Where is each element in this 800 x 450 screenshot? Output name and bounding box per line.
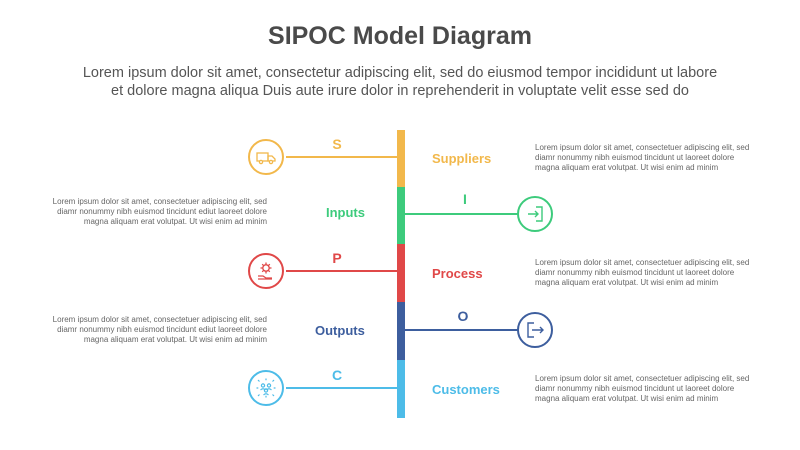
connector-line-customers [286,387,398,389]
subtitle-line: et dolore magna aliqua Duis aute irure d… [111,83,689,99]
connector-line-process [286,270,398,272]
stage-circle-suppliers [248,139,284,175]
stage-letter-i: I [463,191,467,207]
stage-description-inputs: Lorem ipsum dolor sit amet, consectetuer… [52,197,267,226]
stage-circle-outputs [517,312,553,348]
bar-segment-process [397,244,405,302]
connector-line-outputs [404,329,519,331]
stage-letter-s: S [332,136,342,152]
bar-segment-customers [397,360,405,418]
stage-description-outputs: Lorem ipsum dolor sit amet, consectetuer… [52,315,267,344]
stage-label-inputs: Inputs [326,205,365,220]
stage-label-outputs: Outputs [315,323,365,338]
stage-label-customers: Customers [432,382,500,397]
stage-description-suppliers: Lorem ipsum dolor sit amet, consectetuer… [535,143,750,172]
stage-circle-inputs [517,196,553,232]
stage-description-process: Lorem ipsum dolor sit amet, consectetuer… [535,258,750,287]
stage-circle-customers [248,370,284,406]
enter-arrow-icon [528,206,543,222]
delivery-truck-icon [256,152,276,165]
stage-description-customers: Lorem ipsum dolor sit amet, consectetuer… [535,374,750,403]
bar-segment-inputs [397,187,405,244]
connector-line-suppliers [286,156,398,158]
stage-letter-c: C [331,367,343,383]
subtitle-line: Lorem ipsum dolor sit amet, consectetur … [82,65,718,81]
page-title: SIPOC Model Diagram [268,22,532,50]
stage-label-process: Process [432,266,483,281]
connector-line-inputs [404,213,519,215]
stage-letter-o: O [457,308,469,324]
page-subtitle: Lorem ipsum dolor sit amet, consectetur … [30,64,770,100]
bar-segment-suppliers [397,130,405,187]
gear-hand-icon [258,262,272,280]
stage-circle-process [248,253,284,289]
stage-label-suppliers: Suppliers [432,151,492,166]
customers-group-icon [256,378,276,398]
stage-letter-p: P [332,250,342,266]
bar-segment-outputs [397,302,405,360]
exit-arrow-icon [527,322,544,338]
